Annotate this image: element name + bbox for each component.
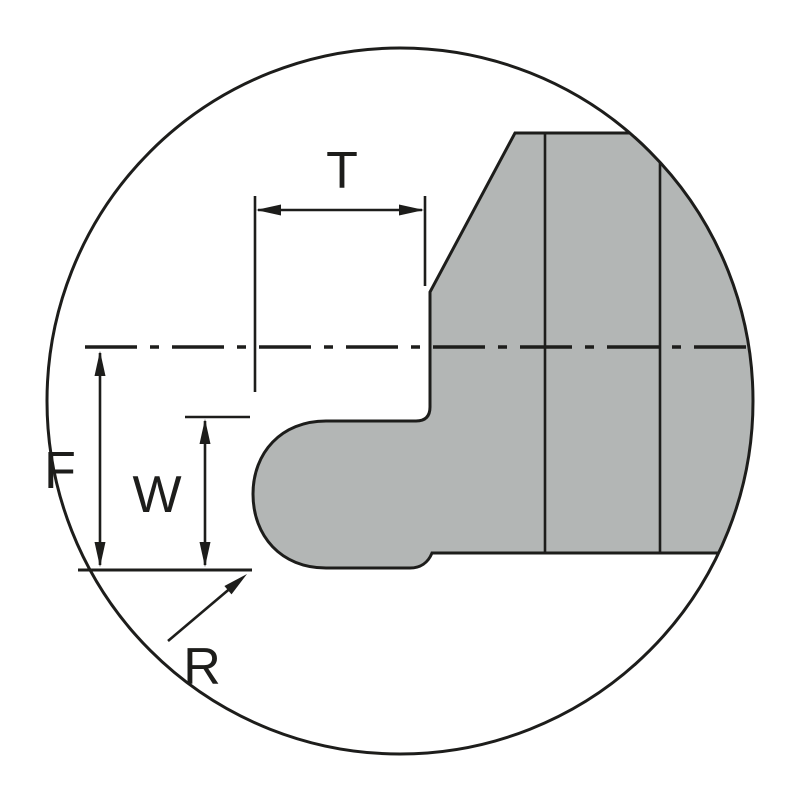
arrowhead-t-left bbox=[256, 204, 281, 216]
arrowhead-f-top bbox=[94, 351, 106, 376]
detail-circle-outline bbox=[45, 46, 755, 756]
dimension-label-r: R bbox=[183, 638, 221, 696]
dimension-T: T bbox=[253, 142, 427, 392]
dimension-W: W bbox=[132, 415, 250, 567]
dimension-label-w: W bbox=[132, 466, 181, 524]
leader-line-r bbox=[167, 585, 234, 642]
arrowhead-w-top bbox=[199, 419, 211, 444]
arrowhead-w-bottom bbox=[199, 542, 211, 567]
arrowhead-r bbox=[224, 574, 247, 595]
arrowhead-t-right bbox=[399, 204, 424, 216]
dimension-R: R bbox=[167, 574, 247, 696]
detail-view-clip-group bbox=[85, 131, 753, 570]
facet-lines-group bbox=[543, 133, 662, 568]
arrowhead-f-bottom bbox=[94, 542, 106, 567]
dimension-label-t: T bbox=[326, 142, 358, 200]
